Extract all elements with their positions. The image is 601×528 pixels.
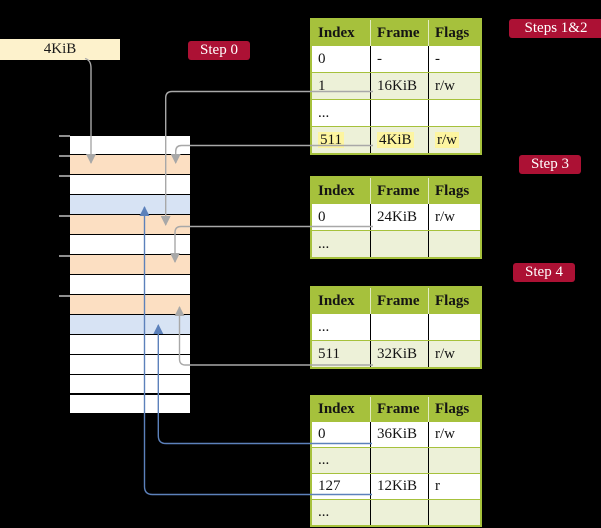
cell-frame: [370, 448, 428, 473]
address-tick: [59, 155, 70, 157]
table-row: ...: [312, 230, 480, 257]
frame-size-label: 4KiB: [43, 41, 77, 57]
cell-frame: 4KiB: [370, 127, 428, 153]
cell-index: 1: [318, 78, 326, 94]
memory-frame-row: [70, 195, 190, 214]
cell-flags: r/w: [428, 341, 480, 367]
table-row-highlighted: 511 4KiB r/w: [312, 126, 480, 153]
table-row: 0 36KiB r/w: [312, 422, 480, 447]
table-row: 0 24KiB r/w: [312, 204, 480, 230]
column-header-flags: Flags: [428, 178, 480, 204]
memory-frame-row: [70, 335, 190, 354]
column-header-flags: Flags: [428, 288, 480, 314]
table-row: ...: [312, 99, 480, 126]
table-row: 0 - -: [312, 46, 480, 72]
step-4-badge: Step 4: [513, 263, 575, 282]
table-row: ...: [312, 314, 480, 340]
highlight: 4KiB: [377, 132, 414, 148]
address-tick: [59, 135, 70, 137]
cell-frame: 24KiB: [370, 204, 428, 230]
address-tick: [59, 254, 70, 257]
highlight: 511: [318, 132, 344, 148]
memory-frame-row: [70, 235, 190, 254]
table-header-row: Index Frame Flags: [312, 397, 480, 422]
memory-frame-row: [70, 175, 190, 194]
table-header-row: Index Frame Flags: [312, 288, 480, 314]
memory-frame-row: [70, 295, 190, 314]
frame-size-label-box: 4KiB: [0, 39, 120, 60]
table-row: 127 12KiB r: [312, 473, 480, 499]
step-3-badge: Step 3: [519, 155, 581, 174]
cell-flags: r/w: [428, 73, 480, 99]
cell-frame: 12KiB: [370, 474, 428, 499]
table-row: ...: [312, 447, 480, 473]
page-table-4: Index Frame Flags 0 36KiB r/w ... 127 12…: [310, 395, 482, 527]
cell-flags: r/w: [428, 204, 480, 230]
cell-frame: 36KiB: [370, 422, 428, 447]
cell-flags: [428, 448, 480, 473]
cell-frame: [370, 500, 428, 525]
cell-flags: -: [428, 46, 480, 72]
column-header-frame: Frame: [370, 20, 428, 46]
column-header-frame: Frame: [370, 178, 428, 204]
table-row: ...: [312, 499, 480, 525]
cell-flags: r/w: [428, 127, 480, 153]
cell-index: 511: [312, 127, 370, 153]
cell-index: ...: [318, 319, 330, 335]
cell-frame: [370, 314, 428, 340]
cell-flags: r/w: [428, 422, 480, 447]
address-tick: [59, 294, 70, 297]
cell-index: ...: [318, 105, 330, 121]
table-row: 511 32KiB r/w: [312, 340, 480, 367]
column-header-index: Index: [318, 183, 355, 199]
memory-frame-row: [70, 255, 190, 274]
page-table-3: Index Frame Flags ... 511 32KiB r/w: [310, 286, 482, 369]
page-table-1: Index Frame Flags 0 - - 1 16KiB r/w ... …: [310, 18, 482, 155]
table-header-row: Index Frame Flags: [312, 20, 480, 46]
column-header-frame: Frame: [370, 288, 428, 314]
memory-frame-row: [70, 135, 190, 155]
cell-frame: -: [370, 46, 428, 72]
memory-frame-row: [70, 155, 190, 175]
cell-index: 511: [318, 346, 340, 362]
table-header-row: Index Frame Flags: [312, 178, 480, 204]
cell-flags: [428, 231, 480, 257]
memory-frame-row: [70, 374, 190, 394]
step-0-badge: Step 0: [188, 41, 250, 60]
cell-index: 0: [318, 51, 326, 67]
column-header-index: Index: [318, 293, 355, 309]
table-row: 1 16KiB r/w: [312, 72, 480, 99]
cell-flags: r: [428, 474, 480, 499]
cell-frame: 32KiB: [370, 341, 428, 367]
column-header-frame: Frame: [370, 397, 428, 422]
cell-flags: [428, 100, 480, 126]
cell-frame: [370, 231, 428, 257]
cell-index: ...: [318, 452, 330, 468]
cell-flags: [428, 500, 480, 525]
cell-index: 127: [318, 478, 341, 494]
steps-1-2-badge: Steps 1&2: [509, 19, 601, 38]
column-header-index: Index: [318, 25, 355, 41]
address-tick: [59, 214, 70, 217]
memory-frame-row: [70, 354, 190, 374]
column-header-flags: Flags: [428, 20, 480, 46]
cell-frame: [370, 100, 428, 126]
cell-flags: [428, 314, 480, 340]
page-table-2: Index Frame Flags 0 24KiB r/w ...: [310, 176, 482, 259]
highlight: r/w: [435, 132, 459, 148]
cell-index: 0: [318, 426, 326, 442]
column-header-flags: Flags: [428, 397, 480, 422]
memory-frame-row: [70, 275, 190, 294]
address-tick: [59, 175, 70, 177]
cell-index: ...: [318, 504, 330, 520]
memory-frame-row: [70, 315, 190, 334]
memory-frame-row: [70, 394, 190, 414]
cell-index: 0: [318, 209, 326, 225]
memory-frame-row: [70, 215, 190, 234]
column-header-index: Index: [318, 401, 355, 417]
cell-index: ...: [318, 236, 330, 252]
cell-frame: 16KiB: [370, 73, 428, 99]
